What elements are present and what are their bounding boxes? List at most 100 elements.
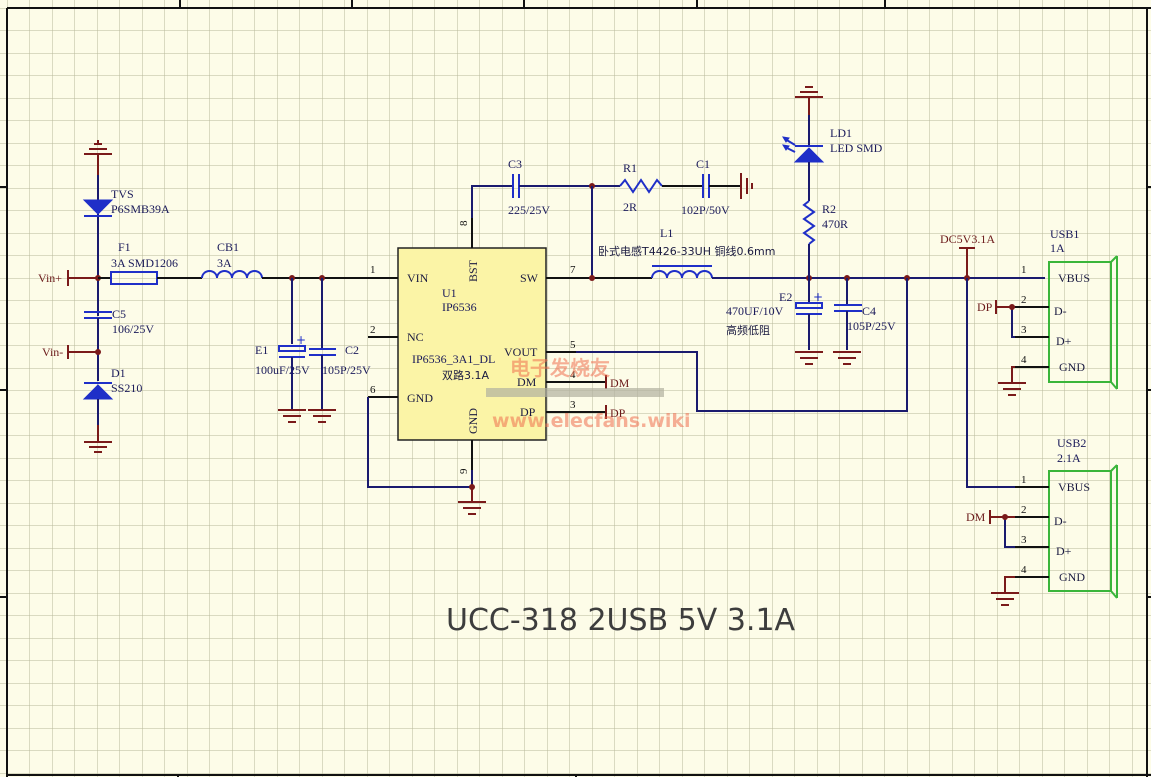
usb1-pin-gnd: GND xyxy=(1059,360,1085,374)
tvs-diode xyxy=(82,199,114,217)
wire-usb1-short xyxy=(1011,307,1015,338)
port-dm-usb2: DM xyxy=(966,510,986,524)
e1-ref: E1 xyxy=(255,343,268,357)
inductor-l1 xyxy=(651,270,713,279)
pin-number: 5 xyxy=(570,339,576,351)
port-dc5v: DC5V3.1A xyxy=(940,232,995,246)
pin-number: 4 xyxy=(1021,564,1027,576)
u1-pin-gnd: GND xyxy=(407,391,433,405)
c1-value: 102P/50V xyxy=(681,203,730,217)
watermark-bar xyxy=(486,388,664,397)
u1-pin-vin: VIN xyxy=(407,271,429,285)
ld1-ref: LD1 xyxy=(830,126,852,140)
svg-text:+: + xyxy=(813,290,823,304)
l1-ref: L1 xyxy=(660,226,673,240)
f1-value: 3A SMD1206 xyxy=(111,256,178,270)
u1-ref: U1 xyxy=(442,286,457,300)
pin-number: 2 xyxy=(1021,294,1027,306)
usb1-pin-dplus: D+ xyxy=(1056,334,1072,348)
ferrite-bead-cb1 xyxy=(201,270,263,279)
u1-desc: 双路3.1A xyxy=(442,369,489,382)
ground-symbol-c1 xyxy=(740,173,753,199)
d1-ref: D1 xyxy=(111,366,126,380)
junction xyxy=(95,349,101,355)
u1-pin-nc: NC xyxy=(407,330,424,344)
tvs-ref: TVS xyxy=(111,187,134,201)
pin-number: 3 xyxy=(570,399,576,411)
pin-number: 7 xyxy=(570,264,576,276)
u1-pin-gnd2: GND xyxy=(466,408,480,434)
r2-value: 470R xyxy=(822,217,848,231)
junction xyxy=(1009,304,1015,310)
ground-symbol-e2 xyxy=(795,351,823,365)
u1-value: IP6536 xyxy=(442,300,477,314)
usb1-pin-dminus: D- xyxy=(1054,304,1067,318)
ground-symbol-c4 xyxy=(833,351,861,365)
usb2-pin-dminus: D- xyxy=(1054,514,1067,528)
u1-pin-dp: DP xyxy=(520,405,536,419)
cb1-value: 3A xyxy=(217,256,232,270)
pin-number: 8 xyxy=(458,220,470,226)
usb2-ref: USB2 xyxy=(1057,436,1086,450)
ground-symbol-u1 xyxy=(458,487,486,515)
c4-ref: C4 xyxy=(862,304,876,318)
resistor-r2 xyxy=(802,200,816,245)
c3-ref: C3 xyxy=(508,157,522,171)
resistor-r1 xyxy=(619,178,663,194)
e2-ref: E2 xyxy=(779,290,792,304)
svg-text:+: + xyxy=(296,333,306,347)
u1-pin-vout: VOUT xyxy=(504,345,538,359)
pin-number: 3 xyxy=(1021,534,1027,546)
e2-value: 470UF/10V xyxy=(726,304,784,318)
r1-ref: R1 xyxy=(623,161,637,175)
pin-number: 4 xyxy=(1021,354,1027,366)
d1-value: SS210 xyxy=(111,381,142,395)
pin-number: 1 xyxy=(370,264,376,276)
ic-u1-body xyxy=(397,247,547,441)
c2-value: 105P/25V xyxy=(322,363,371,377)
u1-pin-bst: BST xyxy=(466,259,480,282)
junction xyxy=(1002,514,1008,520)
e2-note: 高频低阻 xyxy=(726,323,770,337)
wire-usb2-short xyxy=(1004,517,1015,548)
r2-ref: R2 xyxy=(822,202,836,216)
tvs-value: P6SMB39A xyxy=(111,202,170,216)
c5-ref: C5 xyxy=(112,307,126,321)
ground-symbol-e1 xyxy=(278,409,306,423)
schematic-title: UCC-318 2USB 5V 3.1A xyxy=(446,603,796,638)
port-dp-usb1: DP xyxy=(977,300,993,314)
r1-value: 2R xyxy=(623,200,637,214)
f1-ref: F1 xyxy=(118,240,131,254)
pin-number: 2 xyxy=(370,324,376,336)
wire-vout-feedback xyxy=(576,278,908,412)
pin-number: 3 xyxy=(1021,324,1027,336)
port-dm: DM xyxy=(610,376,630,390)
c1-ref: C1 xyxy=(696,157,710,171)
port-vin-minus: Vin- xyxy=(42,345,63,359)
c3-value: 225/25V xyxy=(508,203,550,217)
ground-symbol-d1 xyxy=(84,425,112,453)
u1-pin-dm: DM xyxy=(517,375,537,389)
pin-number: 1 xyxy=(1021,264,1027,276)
port-dp: DP xyxy=(610,406,626,420)
pin-number: 4 xyxy=(570,369,576,381)
cb1-ref: CB1 xyxy=(217,240,239,254)
wire-gnd-loop xyxy=(367,397,472,488)
usb2-pin-dplus: D+ xyxy=(1056,544,1072,558)
ground-symbol-tvs xyxy=(84,140,112,175)
junction xyxy=(589,275,595,281)
ground-symbol-usb2 xyxy=(991,576,1019,606)
wire-bst xyxy=(471,185,512,218)
c2-ref: C2 xyxy=(345,343,359,357)
c4-value: 105P/25V xyxy=(847,319,896,333)
usb-connector-usb1 xyxy=(1048,255,1118,390)
pin-number: 6 xyxy=(370,384,376,396)
usb-connector-usb2 xyxy=(1048,464,1118,599)
c5-value: 106/25V xyxy=(112,322,154,336)
watermark-line2: www.elecfans.wiki xyxy=(492,410,691,432)
usb1-pin-vbus: VBUS xyxy=(1058,271,1090,285)
usb1-ref: USB1 xyxy=(1050,227,1079,241)
